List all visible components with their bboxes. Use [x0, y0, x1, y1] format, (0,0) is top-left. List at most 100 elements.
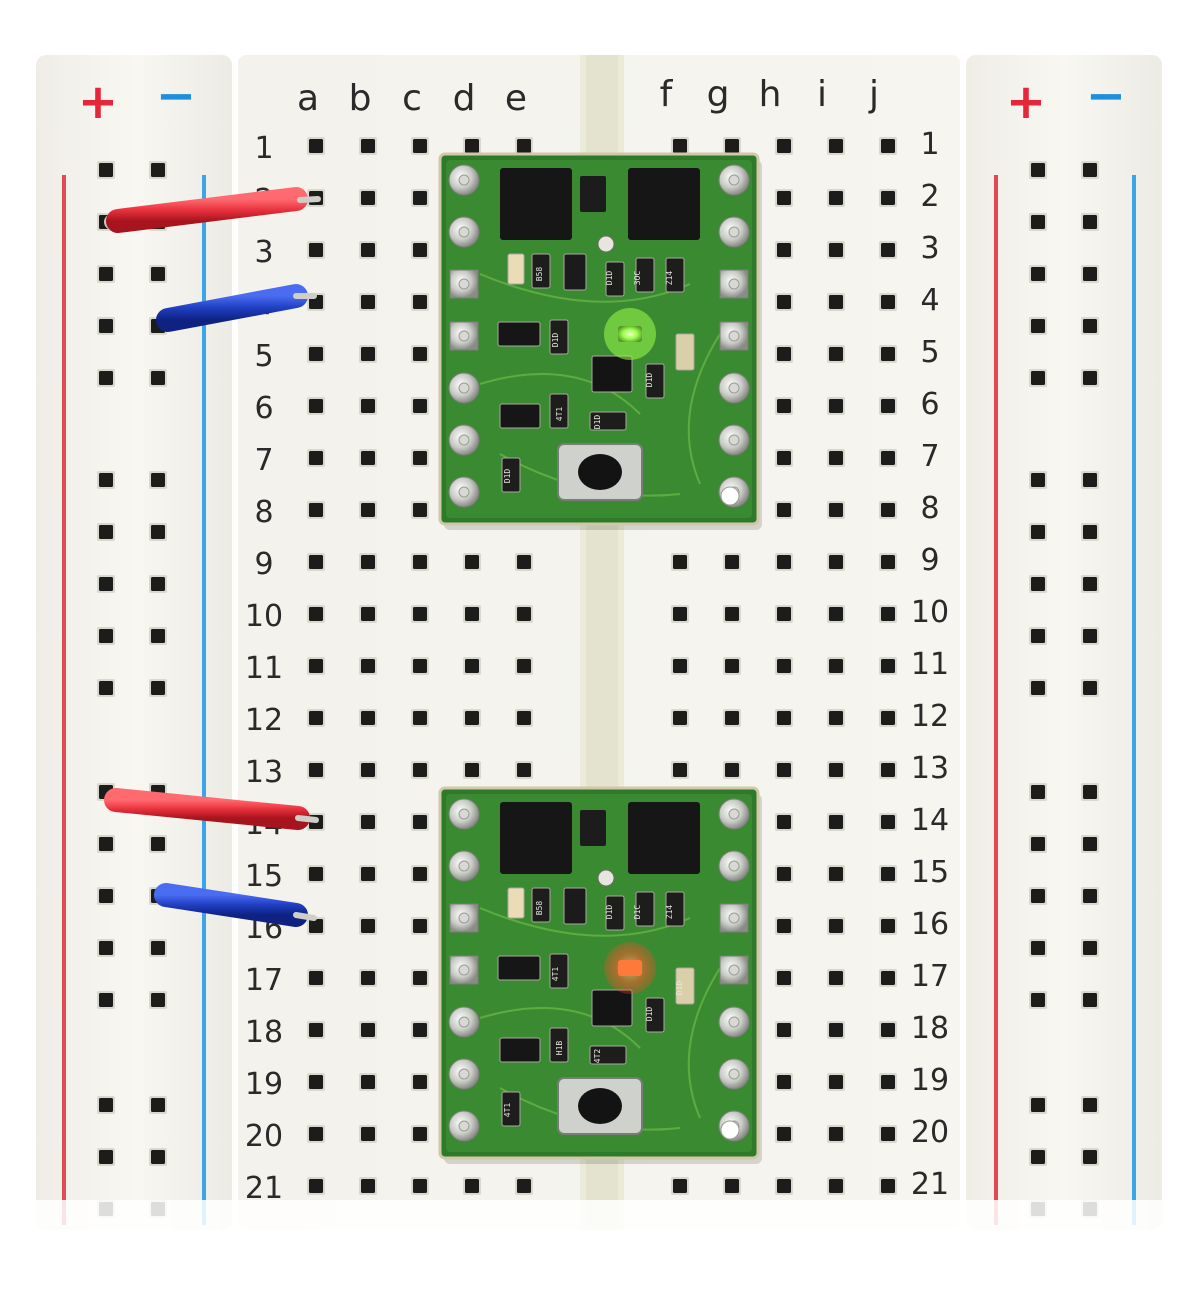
breadboard-hole [673, 763, 687, 777]
breadboard-hole [1083, 577, 1097, 591]
breadboard-hole [725, 139, 739, 153]
breadboard-hole [1083, 163, 1097, 177]
component-marking: 4T1 [503, 1103, 512, 1118]
breadboard-hole [881, 399, 895, 413]
row-label: 8 [254, 495, 273, 530]
row-label: 8 [920, 491, 939, 526]
component-marking: D1D [675, 981, 684, 996]
breadboard-hole [777, 191, 791, 205]
breadboard-hole [881, 711, 895, 725]
breadboard-hole [151, 473, 165, 487]
breadboard-hole [725, 659, 739, 673]
breadboard-hole [881, 867, 895, 881]
row-label: 18 [911, 1011, 949, 1046]
breadboard-hole [777, 1075, 791, 1089]
breadboard-hole [361, 919, 375, 933]
breadboard-hole [725, 607, 739, 621]
row-label: 15 [911, 855, 949, 890]
smd-component [549, 953, 569, 989]
smd-component [499, 1037, 541, 1063]
smd-component [549, 319, 569, 355]
breadboard-hole [1031, 1098, 1045, 1112]
mosfet-chip [500, 802, 572, 874]
breadboard-hole [413, 1179, 427, 1193]
breadboard-hole [309, 1179, 323, 1193]
breadboard-hole [1031, 993, 1045, 1007]
mosfet-chip [500, 168, 572, 240]
breadboard-hole [413, 555, 427, 569]
breadboard-hole [309, 763, 323, 777]
breadboard-hole [309, 1127, 323, 1141]
breadboard-hole [151, 577, 165, 591]
breadboard-hole [829, 139, 843, 153]
breadboard-hole [1083, 1098, 1097, 1112]
breadboard-hole [673, 607, 687, 621]
blue-jumper-wire-2 [154, 883, 317, 927]
breadboard-hole [99, 1098, 113, 1112]
breadboard-hole [881, 139, 895, 153]
smd-component [589, 1045, 627, 1065]
component-marking: 4T1 [555, 407, 564, 422]
breadboard-hole [309, 1075, 323, 1089]
row-label: 1 [920, 127, 939, 162]
breadboard-hole [829, 919, 843, 933]
breadboard-hole [361, 1127, 375, 1141]
breadboard-hole [777, 659, 791, 673]
breadboard-hole [99, 993, 113, 1007]
component-marking: D1D [593, 415, 602, 430]
breadboard-hole [1083, 473, 1097, 487]
breadboard-hole [1083, 215, 1097, 229]
smd-component [563, 253, 587, 291]
smd-component [665, 891, 685, 927]
breadboard-hole [413, 711, 427, 725]
breadboard-hole [829, 867, 843, 881]
rail-plus-label: + [78, 74, 118, 130]
mosfet-chip [628, 168, 700, 240]
breadboard-hole [309, 243, 323, 257]
breadboard-hole [1031, 837, 1045, 851]
breadboard-hole [465, 711, 479, 725]
breadboard-hole [413, 139, 427, 153]
breadboard-hole [777, 867, 791, 881]
breadboard-hole [309, 711, 323, 725]
smd-component [635, 891, 655, 927]
breadboard-hole [829, 295, 843, 309]
component-marking: D1D [503, 469, 512, 484]
column-label: e [505, 78, 527, 119]
smd-component [591, 355, 633, 393]
rail-minus-label: − [1086, 68, 1126, 124]
breadboard-hole [413, 971, 427, 985]
breadboard-hole [361, 191, 375, 205]
breadboard-hole [99, 629, 113, 643]
breadboard-hole [829, 243, 843, 257]
breadboard-hole [881, 191, 895, 205]
smd-component [501, 457, 521, 493]
breadboard-hole [829, 503, 843, 517]
column-label: a [297, 78, 319, 119]
breadboard-hole [1031, 941, 1045, 955]
breadboard-hole [309, 919, 323, 933]
row-label: 17 [911, 959, 949, 994]
breadboard-hole [413, 451, 427, 465]
breadboard-hole [361, 347, 375, 361]
breadboard-hole [725, 555, 739, 569]
breadboard-hole [829, 763, 843, 777]
breadboard-hole [465, 555, 479, 569]
breadboard-hole [673, 555, 687, 569]
red-jumper-wire-2 [104, 788, 319, 830]
component-marking: D1D [605, 905, 614, 920]
smd-component [635, 257, 655, 293]
row-label: 5 [920, 335, 939, 370]
breadboard-hole [1083, 371, 1097, 385]
row-label: 18 [245, 1015, 283, 1050]
smd-component [501, 1091, 521, 1127]
breadboard-hole [829, 451, 843, 465]
breadboard-hole [777, 347, 791, 361]
smd-component [549, 393, 569, 429]
smd-component [563, 887, 587, 925]
row-label: 10 [911, 595, 949, 630]
component-marking: D1C [633, 905, 642, 920]
column-label: j [868, 74, 879, 115]
breadboard-hole [673, 711, 687, 725]
